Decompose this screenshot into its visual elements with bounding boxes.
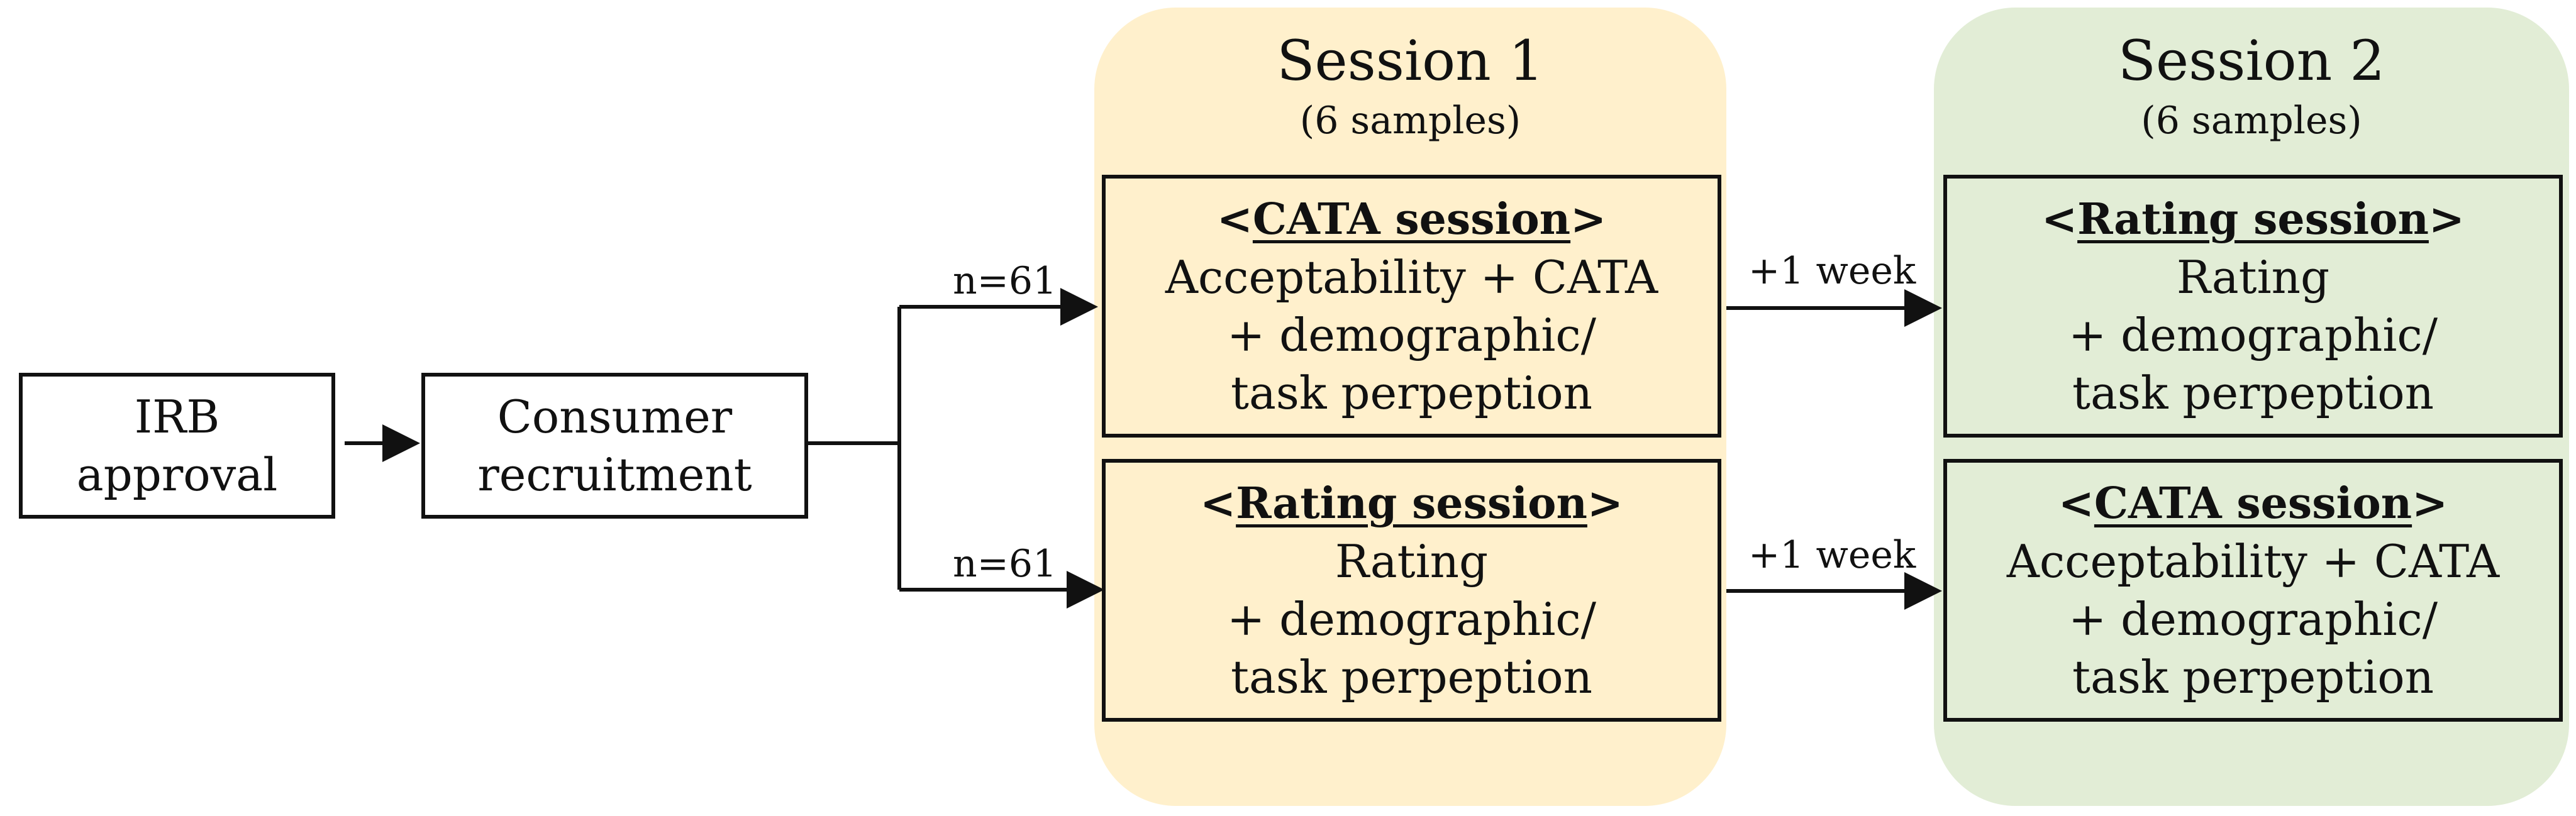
irb-line-2: approval [76,448,278,501]
recruitment-line-2: recruitment [477,448,752,501]
branch-connector [808,307,901,590]
session-1-rating-line-1: Rating [1335,535,1489,588]
session-1-cata-line-1: Acceptability + CATA [1165,251,1658,304]
irb-approval-box: IRB approval [19,373,335,519]
interval-label-top: +1 week [1748,249,1916,293]
session-2-cata-title: <CATA session> [2058,478,2448,529]
recruitment-line-1: Consumer [497,390,733,443]
interval-label-bottom: +1 week [1748,533,1916,577]
session-2-cata-line-2: + demographic/ [2068,593,2438,646]
session-1-rating-line-3: task perpeption [1231,651,1592,703]
session-2-rating-line-2: + demographic/ [2068,309,2438,361]
session-1-cata-box: <CATA session> Acceptability + CATA + de… [1102,175,1721,438]
branch-label-bottom: n=61 [953,542,1057,586]
session-2-rating-title: <Rating session> [2041,194,2465,245]
session-1-cata-line-3: task perpeption [1231,367,1592,419]
session-2-cata-box: <CATA session> Acceptability + CATA + de… [1943,459,2563,722]
session-1-rating-box: <Rating session> Rating + demographic/ t… [1102,459,1721,722]
session-1-cata-line-2: + demographic/ [1226,309,1597,361]
session-2-cata-line-3: task perpeption [2072,651,2434,703]
session-1-subtitle: (6 samples) [1299,99,1521,143]
consumer-recruitment-box: Consumer recruitment [421,373,808,519]
branch-label-top: n=61 [953,259,1057,303]
session-2-rating-box: <Rating session> Rating + demographic/ t… [1943,175,2563,438]
session-1-cata-title: <CATA session> [1216,194,1607,245]
session-2-rating-line-3: task perpeption [2072,367,2434,419]
session-2-title: Session 2 [2118,28,2385,93]
irb-line-1: IRB [134,390,220,443]
session-1-rating-title: <Rating session> [1200,478,1623,529]
session-1-title: Session 1 [1277,28,1544,93]
session-2-rating-line-1: Rating [2176,251,2330,304]
session-2-cata-line-1: Acceptability + CATA [2006,535,2500,588]
session-1-rating-line-2: + demographic/ [1226,593,1597,646]
session-2-subtitle: (6 samples) [2141,99,2362,143]
